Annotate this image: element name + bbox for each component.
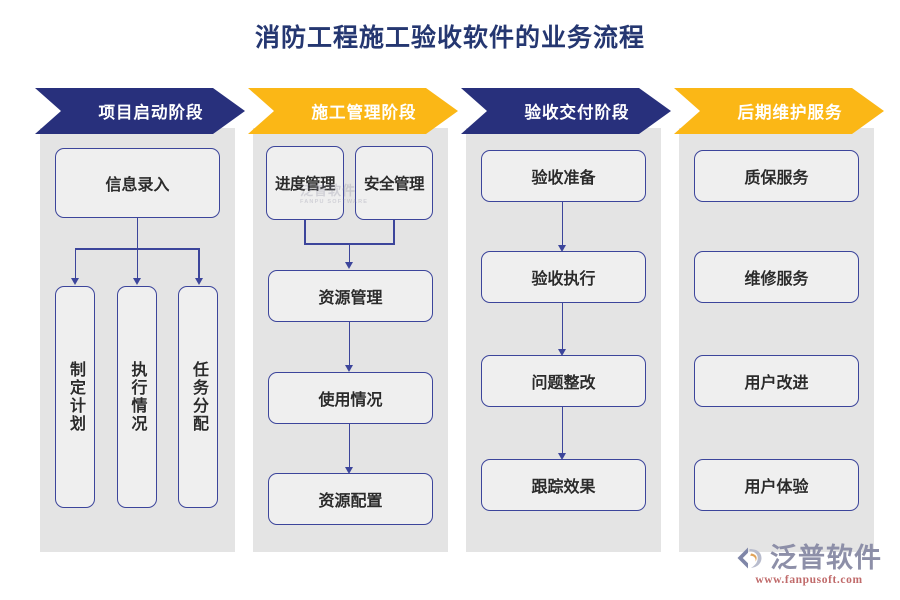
node-label: 跟踪效果 (531, 479, 596, 496)
node-resource-allocation[interactable]: 资源配置 (268, 473, 433, 525)
arrowhead-exec (558, 245, 566, 252)
stage-4-banner-label: 后期维护服务 (737, 104, 843, 122)
connector-branch-left (74, 248, 77, 280)
connector-branch-bar (75, 248, 199, 250)
node-acceptance-execution[interactable]: 验收执行 (481, 251, 646, 303)
node-label: 使用情况 (318, 392, 383, 409)
node-label: 质保服务 (744, 170, 809, 187)
node-resource-management[interactable]: 资源管理 (268, 270, 433, 322)
node-make-plan[interactable]: 制定计划 (55, 286, 95, 508)
node-safety-management[interactable]: 安全管理 (355, 146, 433, 220)
node-issue-rectification[interactable]: 问题整改 (481, 355, 646, 407)
node-label: 用户体验 (744, 479, 809, 496)
node-acceptance-preparation[interactable]: 验收准备 (481, 150, 646, 202)
connector-merge-right (393, 220, 395, 245)
arrowhead-allocation (345, 467, 353, 474)
stage-2-banner-label: 施工管理阶段 (311, 104, 417, 122)
node-label: 任务分配 (190, 361, 207, 433)
node-warranty-service[interactable]: 质保服务 (694, 150, 859, 202)
node-task-assignment[interactable]: 任务分配 (178, 286, 218, 508)
page-title: 消防工程施工验收软件的业务流程 (254, 24, 645, 52)
arrowhead-center (133, 278, 141, 285)
node-label: 维修服务 (744, 271, 809, 288)
logo-name: 泛普软件 (770, 542, 882, 573)
node-label: 执行情况 (128, 361, 146, 433)
node-tracking-effect[interactable]: 跟踪效果 (481, 459, 646, 511)
stage-column-2: 施工管理阶段 进度管理 安全管理 资源管理 使用情况 资源配置 (248, 88, 458, 553)
node-repair-service[interactable]: 维修服务 (694, 251, 859, 303)
stage-3-banner-label: 验收交付阶段 (524, 104, 630, 122)
logo-row: 泛普软件 (736, 543, 882, 573)
node-usage-status[interactable]: 使用情况 (268, 372, 433, 424)
stage-1-banner[interactable]: 项目启动阶段 (35, 88, 245, 134)
stage-1-banner-label: 项目启动阶段 (98, 104, 204, 122)
stage-2-banner[interactable]: 施工管理阶段 (248, 88, 458, 134)
node-label: 用户改进 (744, 375, 809, 392)
arrowhead-usage (345, 365, 353, 372)
node-progress-management[interactable]: 进度管理 (266, 146, 344, 220)
connector-merge-left (304, 220, 306, 245)
node-execution-status[interactable]: 执行情况 (116, 286, 157, 508)
node-label: 进度管理 (274, 176, 336, 193)
node-information-entry[interactable]: 信息录入 (55, 148, 220, 218)
node-user-improvement[interactable]: 用户改进 (694, 355, 859, 407)
arrowhead-track (558, 453, 566, 460)
node-label: 安全管理 (363, 176, 425, 193)
stage-column-1: 项目启动阶段 信息录入 制定计划 执行情况 任务分配 (35, 88, 245, 553)
node-label: 资源配置 (318, 493, 383, 510)
node-label: 信息录入 (105, 177, 170, 194)
node-label: 制定计划 (67, 361, 84, 433)
connector-prep-to-exec (561, 202, 564, 247)
arrowhead-merge (345, 262, 353, 269)
arrowhead-rectify (558, 349, 566, 356)
connector-exec-to-rectify (561, 303, 564, 351)
node-label: 验收准备 (531, 170, 596, 187)
connector-resource-to-usage (348, 322, 351, 367)
node-label: 问题整改 (531, 375, 596, 392)
arrowhead-right (194, 278, 203, 285)
connector-merge-stem (348, 243, 351, 264)
stage-3-banner[interactable]: 验收交付阶段 (461, 88, 671, 134)
connector-usage-to-allocation (348, 424, 351, 469)
logo-url: www.fanpusoft.com (755, 574, 863, 586)
node-label: 资源管理 (318, 290, 383, 307)
stage-column-3: 验收交付阶段 验收准备 验收执行 问题整改 跟踪效果 (461, 88, 671, 553)
stage-column-4: 后期维护服务 质保服务 维修服务 用户改进 用户体验 (674, 88, 884, 553)
connector-rectify-to-track (561, 407, 564, 455)
logo: 泛普软件 www.fanpusoft.com (736, 543, 882, 586)
fanpu-logo-icon (737, 547, 762, 569)
arrowhead-left (71, 278, 79, 285)
node-user-experience[interactable]: 用户体验 (694, 459, 859, 511)
node-label: 验收执行 (531, 271, 596, 288)
connector-branch-right (198, 248, 200, 280)
stage-4-banner[interactable]: 后期维护服务 (674, 88, 884, 134)
